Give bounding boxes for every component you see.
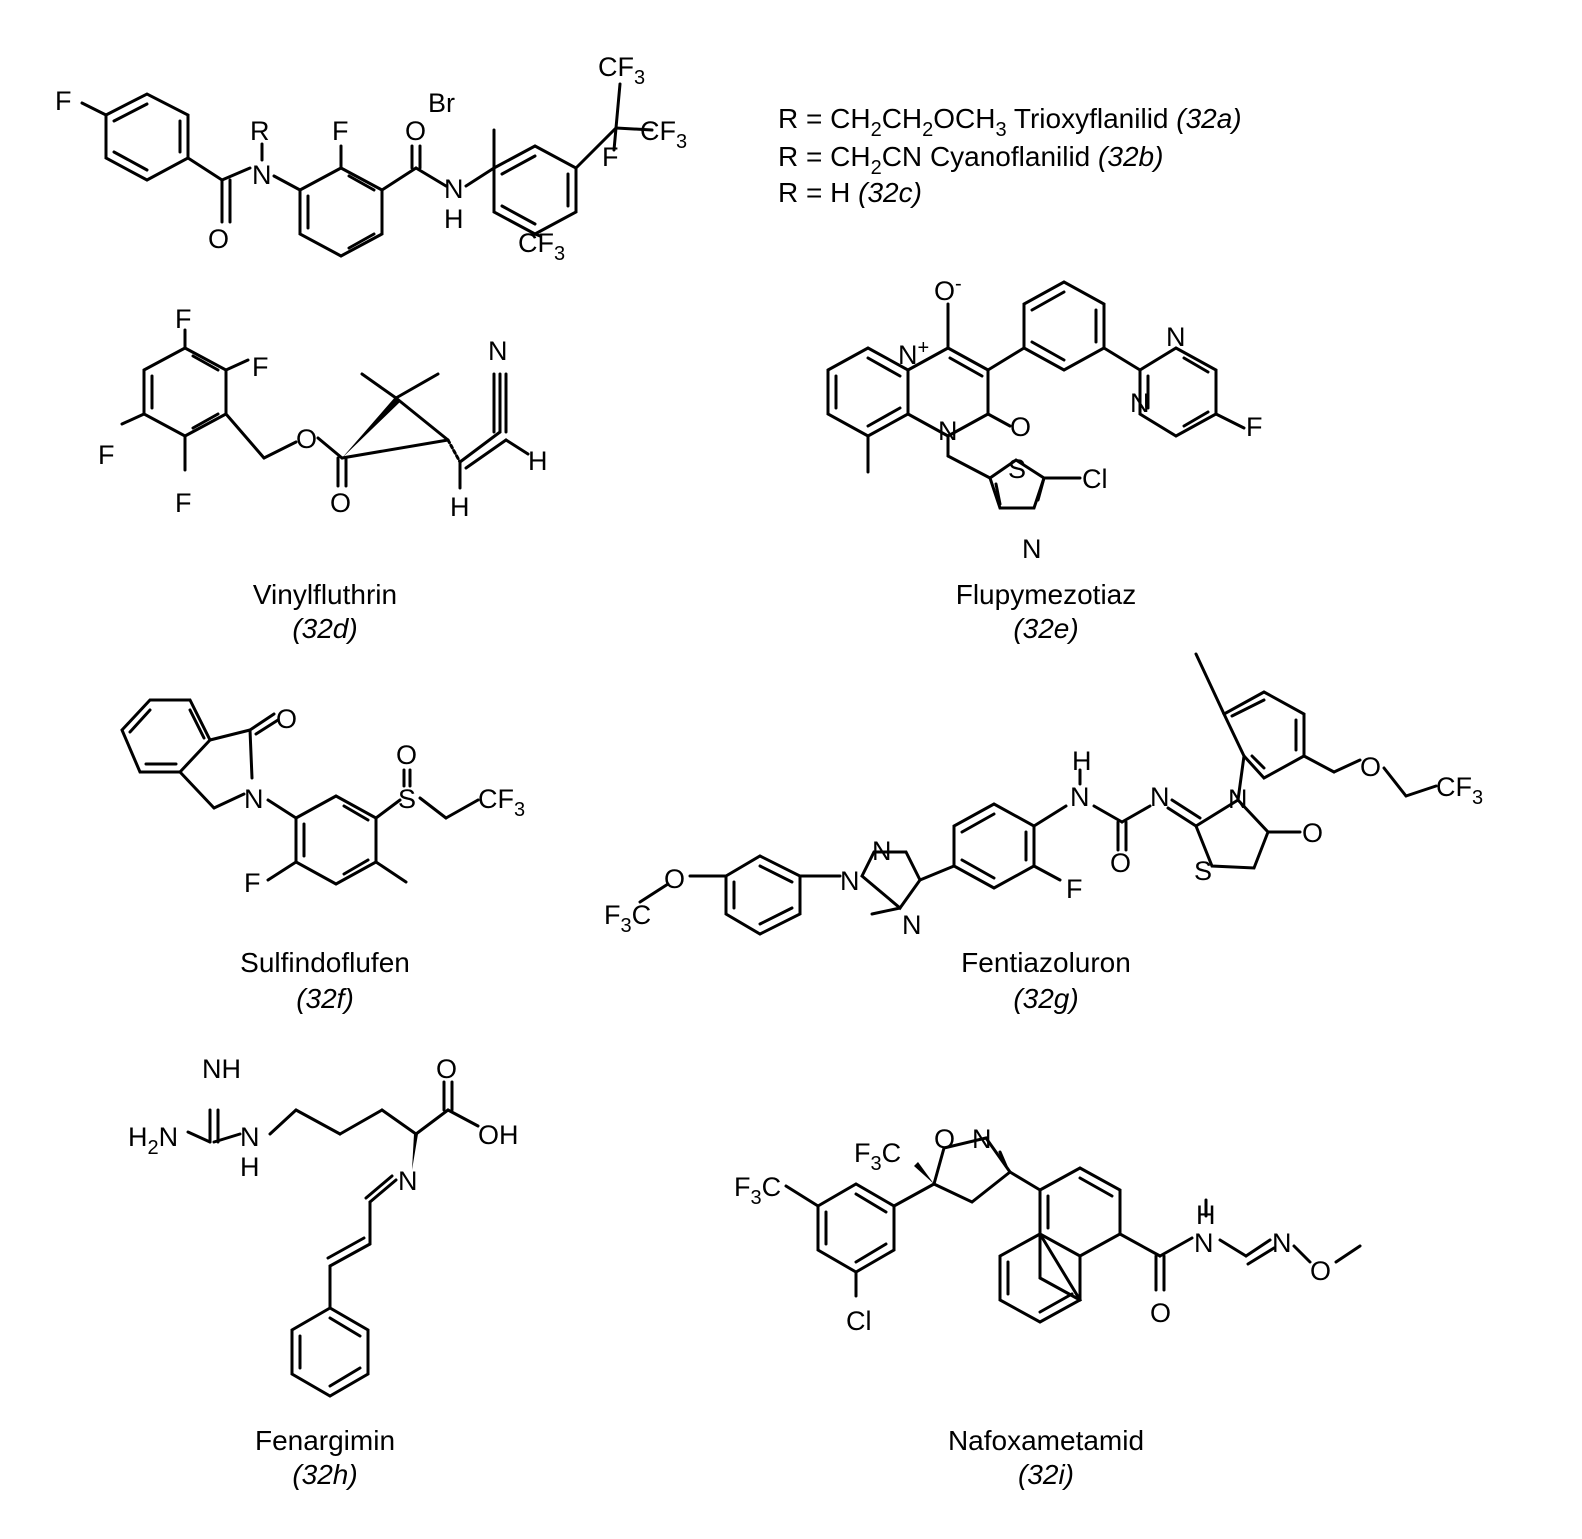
atom-label: O	[436, 1054, 457, 1084]
atom-label: N	[1130, 388, 1150, 418]
atom-label: N	[252, 160, 272, 190]
compound-code-32f: (32f)	[296, 983, 354, 1014]
atom-label: F	[1066, 874, 1083, 904]
atom-label: O	[1110, 848, 1131, 878]
atom-label: O	[330, 488, 351, 518]
atom-label: O	[1302, 818, 1323, 848]
atom-label: S	[1008, 454, 1026, 484]
compound-code-32g: (32g)	[1013, 983, 1078, 1014]
atom-label: N	[1272, 1228, 1292, 1258]
atom-label: O	[1360, 752, 1381, 782]
atom-label: CF3	[598, 52, 645, 89]
atom-label: N	[1070, 782, 1090, 812]
atom-label: F	[175, 304, 192, 334]
atom-label: O	[664, 864, 685, 894]
atom-label: O	[296, 424, 317, 454]
cf3-text: CF	[598, 52, 634, 82]
atom-label: N	[398, 1166, 418, 1196]
atom-label: NH	[202, 1054, 241, 1084]
atom-label: F	[1246, 412, 1263, 442]
atom-label: O	[405, 116, 426, 146]
atom-label: H	[444, 204, 464, 234]
atom-label: CF3	[1436, 772, 1483, 809]
r-definition-32a: R = CH2CH2OCH3 Trioxyflanilid (32a)	[778, 103, 1242, 141]
atom-label: F	[252, 352, 269, 382]
atom-label: O	[1150, 1298, 1171, 1328]
r-definition-32c: R = H (32c)	[778, 177, 922, 208]
atom-label: N	[938, 416, 958, 446]
atom-label: O	[1010, 412, 1031, 442]
atom-label: F3C	[734, 1172, 781, 1209]
structure-32abc: F R N O F O N H Br CF3 CF3 F CF3	[55, 52, 687, 265]
r-definition-32b: R = CH2CN Cyanoflanilid (32b)	[778, 141, 1163, 179]
atom-label: Br	[428, 88, 455, 118]
atom-label: O	[208, 224, 229, 254]
structure-32g: F3C O N N N F H N O N N S O O CF3 Fentia…	[604, 652, 1483, 1014]
atom-label: F3C	[854, 1138, 901, 1175]
atom-label: O	[1310, 1256, 1331, 1286]
atom-label: CF3	[478, 784, 525, 821]
atom-label: F	[175, 488, 192, 518]
atom-label: F	[98, 440, 115, 470]
atom-label: O	[934, 1124, 955, 1154]
atom-label: F	[244, 868, 261, 898]
compound-code-32i: (32i)	[1018, 1459, 1074, 1490]
atom-label: N	[840, 866, 860, 896]
atom-label: N	[972, 1124, 992, 1154]
compound-name-32g: Fentiazoluron	[961, 947, 1131, 978]
atom-label: F	[602, 142, 619, 172]
compound-name-32e: Flupymezotiaz	[956, 579, 1137, 610]
atom-label: Cl	[1082, 464, 1108, 494]
compound-name-32f: Sulfindoflufen	[240, 947, 410, 978]
atom-label: H	[450, 492, 470, 522]
atom-label: O	[396, 740, 417, 770]
atom-label: N	[872, 836, 892, 866]
structure-32e: O- N+ N O S Cl N N N F Flupymezotiaz (32…	[826, 273, 1263, 644]
atom-label: H	[1072, 746, 1092, 776]
atom-label: F	[332, 116, 349, 146]
r-definitions: R = CH2CH2OCH3 Trioxyflanilid (32a) R = …	[778, 103, 1242, 208]
atom-label: Cl	[846, 1306, 872, 1336]
compound-name-32h: Fenargimin	[255, 1425, 395, 1456]
structure-32h: NH H2N N H O OH N Fenargimin (32h)	[128, 1054, 519, 1490]
atom-label: H	[240, 1152, 260, 1182]
atom-label: N	[1228, 784, 1248, 814]
atom-label: R	[250, 116, 270, 146]
compound-code-32h: (32h)	[292, 1459, 357, 1490]
structure-32i: F3C F3C O N Cl O H N N O Nafoxametamid (…	[734, 1124, 1362, 1490]
atom-label: N	[244, 784, 264, 814]
atom-label: N	[444, 174, 464, 204]
compound-code-32d: (32d)	[292, 613, 357, 644]
atom-label: H	[1196, 1200, 1216, 1230]
atom-label: N	[488, 336, 508, 366]
atom-label: S	[1194, 856, 1212, 886]
atom-label: N+	[898, 337, 929, 370]
atom-label: N	[1022, 534, 1042, 564]
structure-32f: O N O S CF3 F Sulfindoflufen (32f)	[120, 698, 525, 1014]
atom-label: F3C	[604, 900, 651, 937]
atom-label: H	[528, 446, 548, 476]
atom-label: O	[276, 704, 297, 734]
atom-label: N	[1150, 782, 1170, 812]
atom-label: N	[902, 910, 922, 940]
atom-label: H2N	[128, 1122, 178, 1159]
atom-label: N	[240, 1122, 260, 1152]
compound-code-32e: (32e)	[1013, 613, 1078, 644]
atom-label: CF3	[518, 228, 565, 265]
atom-label: O-	[934, 273, 962, 306]
atom-label: S	[398, 784, 416, 814]
atom-label: F	[55, 86, 72, 116]
atom-label: N	[1166, 322, 1186, 352]
structure-32d: F F F F O O N H H Vinylfluthrin (32d)	[98, 304, 548, 644]
atom-label: N	[1194, 1228, 1214, 1258]
atom-label: CF3	[640, 116, 687, 153]
atom-label: OH	[478, 1120, 519, 1150]
compound-name-32d: Vinylfluthrin	[253, 579, 397, 610]
compound-name-32i: Nafoxametamid	[948, 1425, 1144, 1456]
